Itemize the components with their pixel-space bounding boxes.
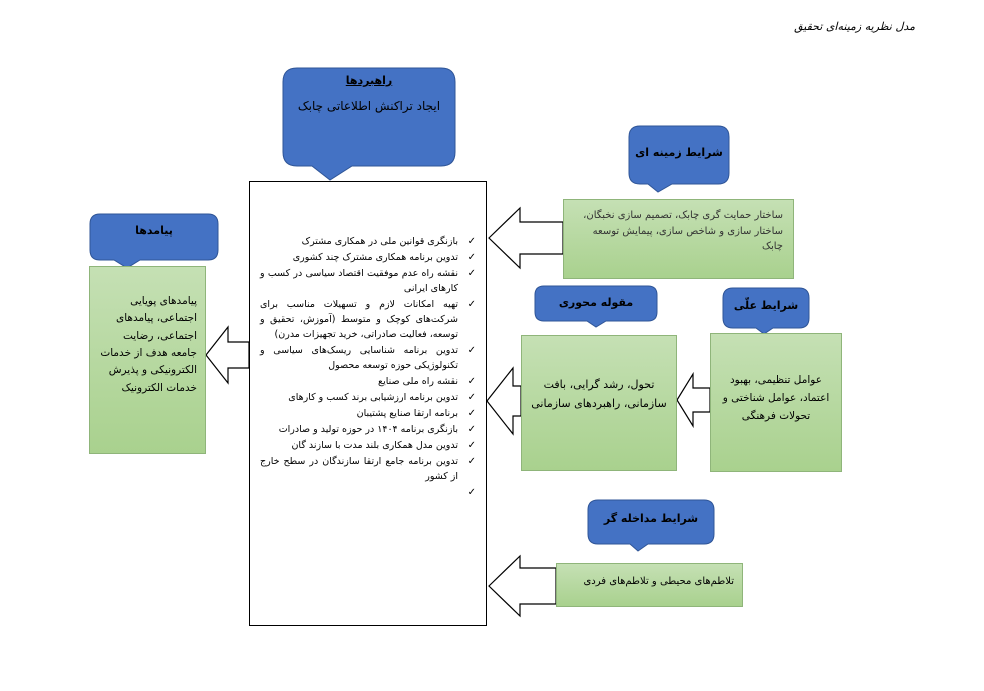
context-box: ساختار حمایت گری چابک، تصمیم سازی نخبگان… <box>563 199 794 279</box>
checkmark-icon: ✓ <box>467 424 476 435</box>
strategies-box: ✓ بازنگری قوانین ملی در همکاری مشترک ✓ تدوی… <box>249 181 487 626</box>
core-box: تحول، رشد گرایی، بافت سازمانی، راهبردهای… <box>521 335 677 471</box>
strategy-item-text: بازنگری برنامه ۱۴۰۴ در حوزه تولید و صادر… <box>278 424 458 435</box>
context-callout-shape <box>628 125 730 193</box>
checkmark-icon: ✓ <box>467 268 476 279</box>
strategy-item: ✓ نقشه راه ملی صنایع <box>260 374 478 389</box>
causal-text: عوامل تنظیمی، بهبود اعتماد، عوامل شناختی… <box>722 374 830 422</box>
strategies-heading: راهبردها <box>345 74 393 87</box>
arrow-strategies-to-outcomes <box>205 325 250 385</box>
intervening-heading: شرایط مداخله گر <box>603 512 699 525</box>
checkmark-icon: ✓ <box>467 345 476 356</box>
strategy-item-text: تدوین برنامه همکاری مشترک چند کشوری <box>292 252 458 263</box>
strategy-item-text: تهیه امکانات لازم و تسهیلات مناسب برای ش… <box>260 299 458 340</box>
checkmark-icon: ✓ <box>467 299 476 310</box>
strategy-item-text: نقشه راه عدم موفقیت اقتصاد سیاسی در کسب … <box>260 268 458 294</box>
strategy-item: ✓ <box>260 485 478 500</box>
outcomes-heading: پیامدها <box>135 224 173 237</box>
page-title: مدل نظریه زمینه‌ای تحقیق <box>794 20 915 33</box>
arrow-causal-to-core <box>676 371 711 429</box>
causal-heading: شرایط علّی <box>733 299 799 312</box>
checkmark-icon: ✓ <box>467 392 476 403</box>
strategy-item: ✓ بازنگری قوانین ملی در همکاری مشترک <box>260 234 478 249</box>
strategy-item-text: بازنگری قوانین ملی در همکاری مشترک <box>301 236 458 247</box>
strategy-item-text: نقشه راه ملی صنایع <box>378 376 458 387</box>
strategy-item: ✓ برنامه ارتقا صنایع پشتیبان <box>260 406 478 421</box>
intervening-box: تلاطم‌های محیطی و تلاطم‌های فردی <box>556 563 743 607</box>
core-heading: مقوله محوری <box>558 296 634 309</box>
strategy-item-text: تدوین برنامه شناسایی ریسک‌های سیاسی و تک… <box>260 345 458 371</box>
core-text: تحول، رشد گرایی، بافت سازمانی، راهبردهای… <box>531 378 667 410</box>
arrow-core-to-strategies <box>486 366 522 436</box>
strategy-item: ✓ تدوین برنامه ارزشیابی برند کسب و کارهای <box>260 390 478 405</box>
checkmark-icon: ✓ <box>467 252 476 263</box>
causal-box: عوامل تنظیمی، بهبود اعتماد، عوامل شناختی… <box>710 333 842 472</box>
core-callout-shape <box>534 285 658 328</box>
checkmark-icon: ✓ <box>467 408 476 419</box>
intervening-callout-shape <box>587 499 715 552</box>
strategy-item: ✓ تهیه امکانات لازم و تسهیلات مناسب برای … <box>260 297 478 342</box>
arrow-context-to-strategies <box>488 206 564 270</box>
strategies-list: ✓ بازنگری قوانین ملی در همکاری مشترک ✓ تدوی… <box>260 234 478 501</box>
strategies-callout-shape <box>282 67 456 181</box>
arrow-intervening-to-strategies <box>488 554 557 618</box>
strategy-item: ✓ بازنگری برنامه ۱۴۰۴ در حوزه تولید و صاد… <box>260 422 478 437</box>
strategies-subtitle: ایجاد تراکنش اطلاعاتی چابک <box>297 99 441 113</box>
strategy-item: ✓ تدوین مدل همکاری بلند مدت با سازند گان <box>260 438 478 453</box>
outcomes-box: پیامدهای پویایی اجتماعی، پیامدهای اجتماع… <box>89 266 206 454</box>
strategy-item-text: تدوین برنامه جامع ارتقا سازندگان در سطح … <box>260 456 458 482</box>
strategy-item-text: تدوین برنامه ارزشیابی برند کسب و کارهای <box>288 392 458 403</box>
checkmark-icon: ✓ <box>467 456 476 467</box>
outcomes-callout-shape <box>89 213 219 269</box>
checkmark-icon: ✓ <box>467 440 476 451</box>
strategy-item: ✓ تدوین برنامه جامع ارتقا سازندگان در سطح… <box>260 454 478 484</box>
checkmark-icon: ✓ <box>467 236 476 247</box>
strategy-item: ✓ تدوین برنامه همکاری مشترک چند کشوری <box>260 250 478 265</box>
context-heading: شرایط زمینه ای <box>635 146 723 159</box>
intervening-text: تلاطم‌های محیطی و تلاطم‌های فردی <box>583 576 734 587</box>
strategies-callout: راهبردها ایجاد تراکنش اطلاعاتی چابک <box>285 74 453 113</box>
context-text: ساختار حمایت گری چابک، تصمیم سازی نخبگان… <box>583 210 783 252</box>
strategy-item: ✓ تدوین برنامه شناسایی ریسک‌های سیاسی و ت… <box>260 343 478 373</box>
checkmark-icon: ✓ <box>467 487 476 498</box>
strategy-item-text: تدوین مدل همکاری بلند مدت با سازند گان <box>291 440 458 451</box>
outcomes-text: پیامدهای پویایی اجتماعی، پیامدهای اجتماع… <box>100 295 197 394</box>
strategy-item: ✓ نقشه راه عدم موفقیت اقتصاد سیاسی در کسب… <box>260 266 478 296</box>
causal-callout-shape <box>722 287 810 335</box>
checkmark-icon: ✓ <box>467 376 476 387</box>
strategy-item-text: برنامه ارتقا صنایع پشتیبان <box>356 408 458 419</box>
